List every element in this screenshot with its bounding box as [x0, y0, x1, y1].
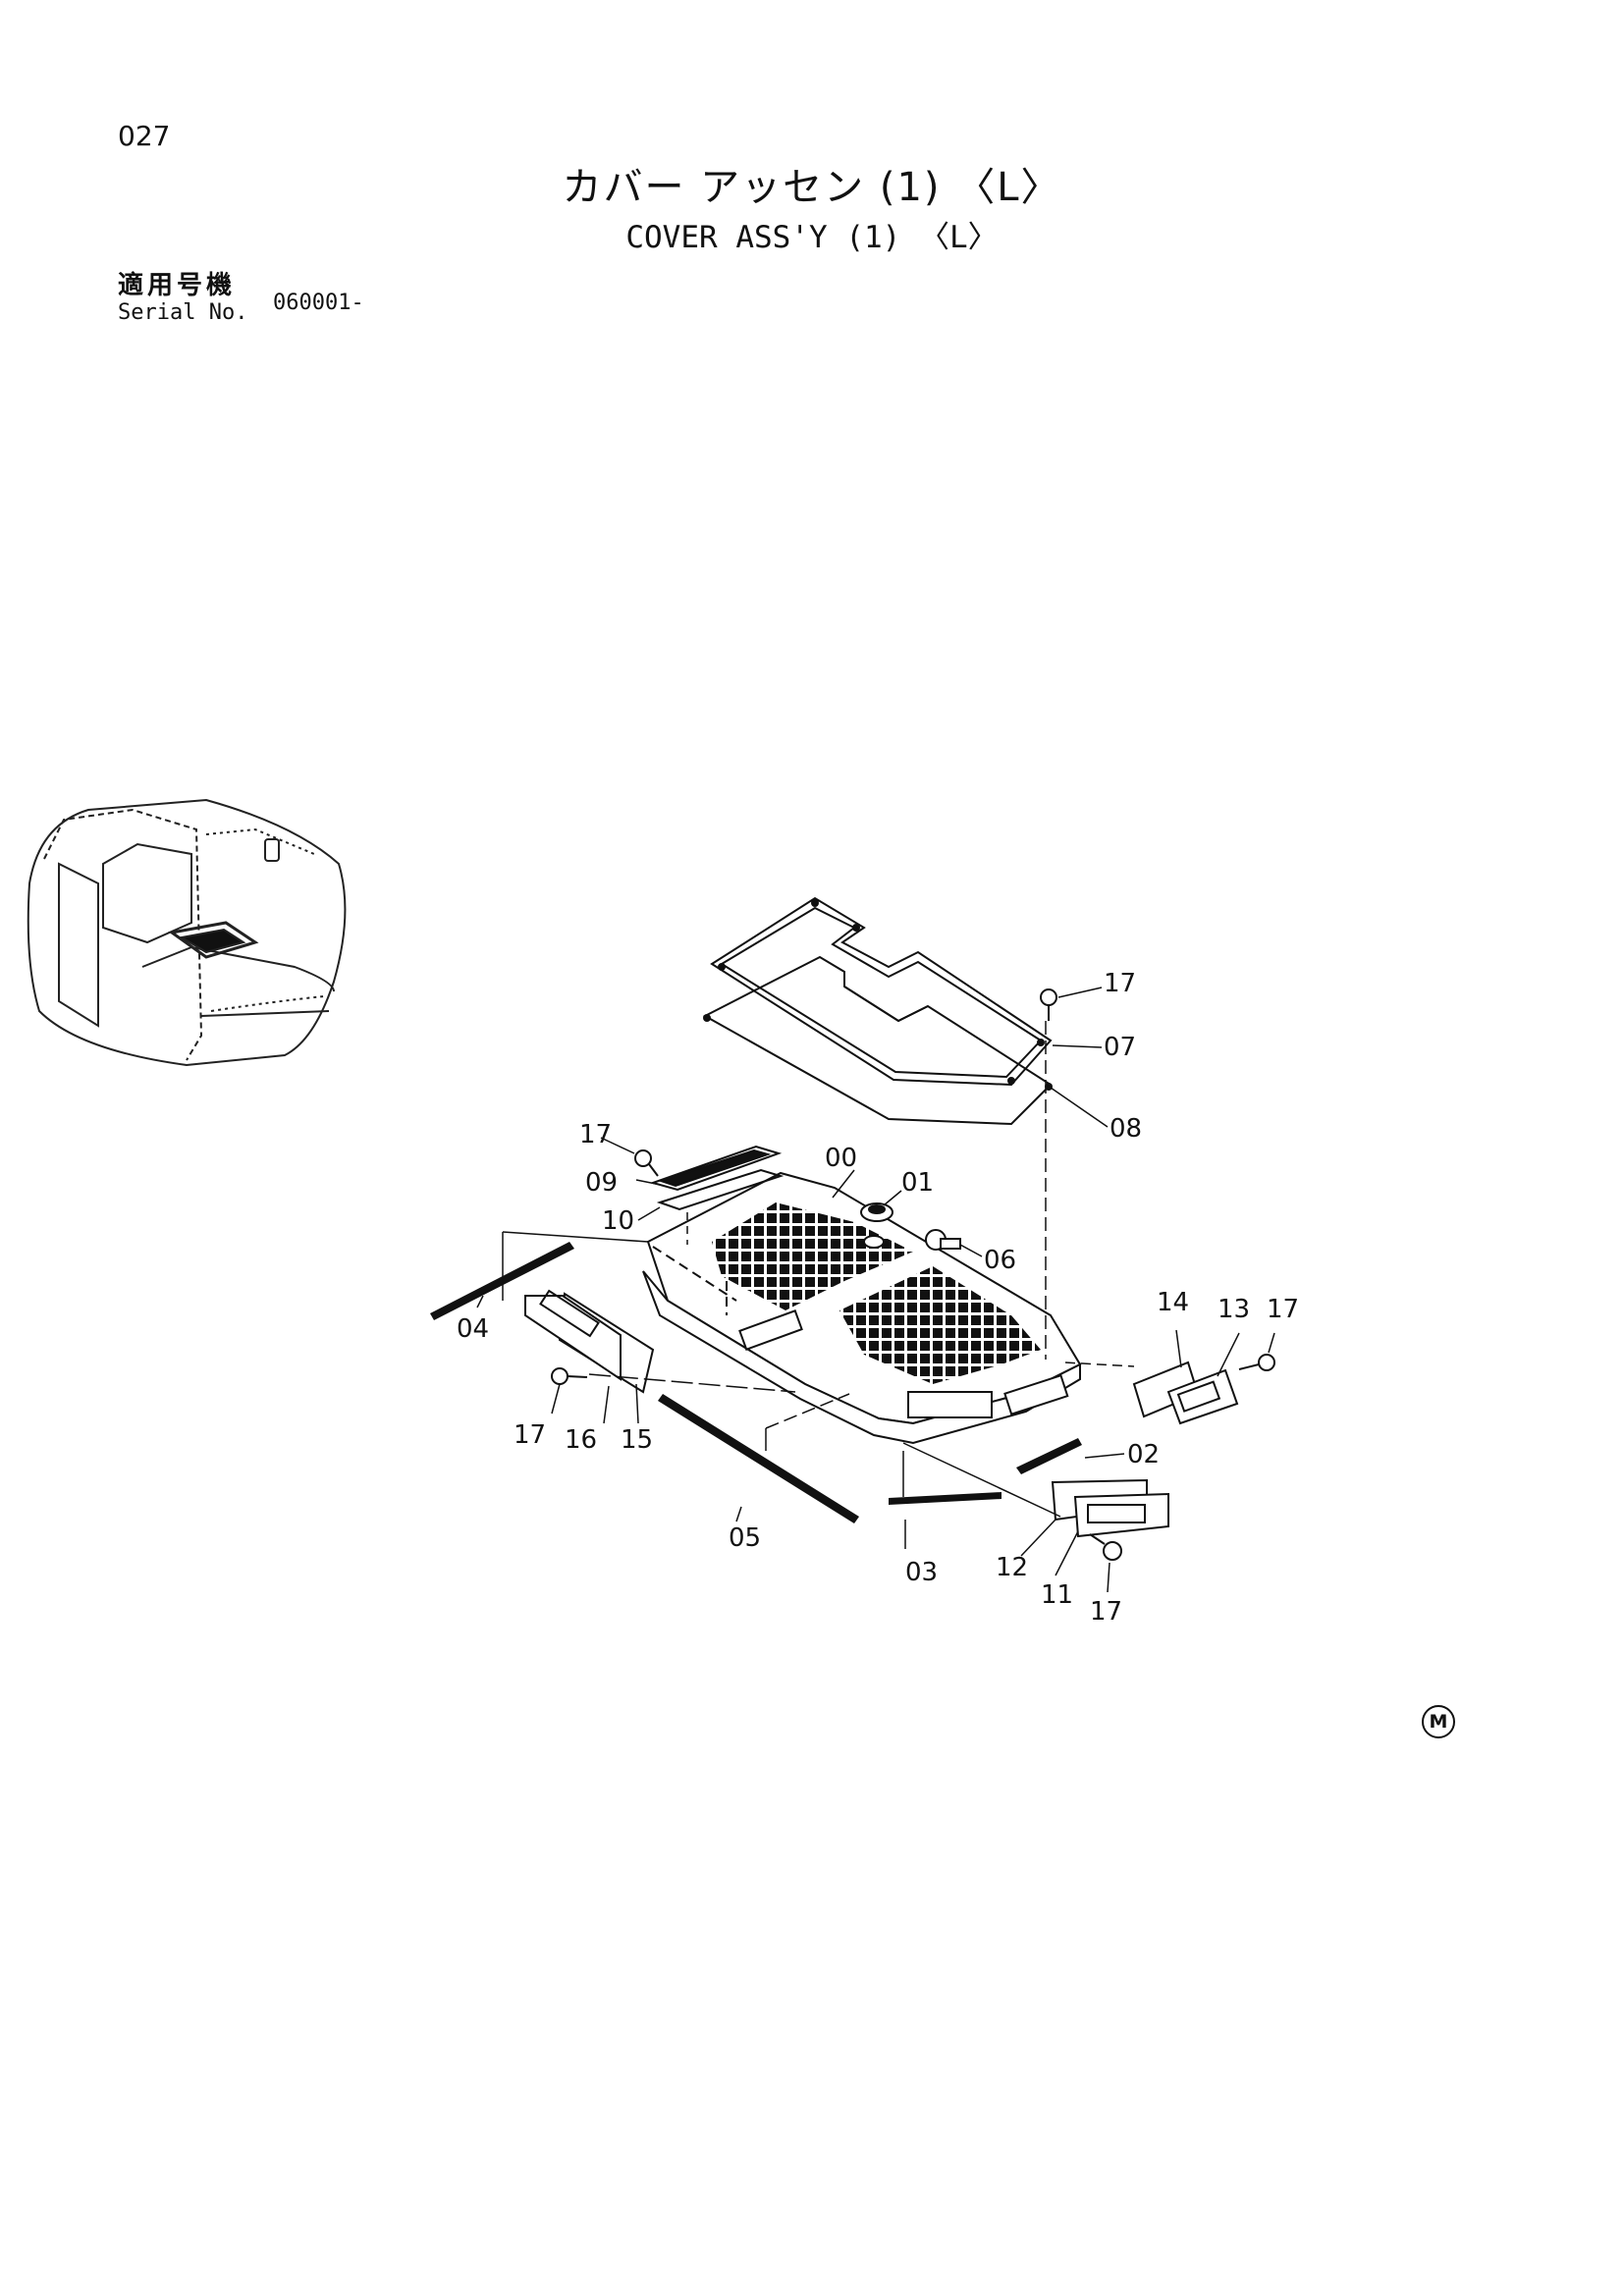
serial-number-value: 060001- [273, 291, 364, 315]
strip-03 [889, 1492, 1001, 1505]
plate-08 [702, 955, 1053, 1126]
grommet-01 [860, 1202, 893, 1222]
part-label-14: 14 [1157, 1288, 1189, 1317]
part-label-00: 00 [825, 1144, 857, 1173]
page-number: 027 [118, 120, 171, 152]
gasket-07 [710, 896, 1053, 1087]
part-label-17: 17 [514, 1420, 546, 1450]
serial-label-english: Serial No. [118, 300, 248, 325]
assembly-guide-lines [502, 1021, 1135, 1518]
part-label-07: 07 [1104, 1033, 1136, 1062]
part-label-03: 03 [905, 1558, 938, 1587]
part-label-02: 02 [1127, 1440, 1160, 1469]
machine-overview-illustration [27, 798, 347, 1067]
part-label-11: 11 [1041, 1580, 1073, 1610]
strip-05 [658, 1394, 859, 1523]
part-label-15: 15 [621, 1425, 653, 1455]
cover-plates-15-16 [524, 1289, 655, 1394]
part-label-12: 12 [996, 1553, 1028, 1582]
part-label-08: 08 [1110, 1114, 1142, 1144]
leader-lines [476, 987, 1275, 1593]
part-label-06: 06 [984, 1246, 1016, 1275]
bolts-17 [551, 988, 1275, 1561]
part-label-10: 10 [602, 1206, 634, 1236]
cover-plates-12-11 [1051, 1478, 1169, 1538]
title-japanese: カバー アッセン (1) 〈L〉 [562, 165, 1062, 210]
part-label-13: 13 [1218, 1295, 1250, 1324]
part-label-17: 17 [1267, 1295, 1299, 1324]
part-label-16: 16 [565, 1425, 597, 1455]
part-label-09: 09 [585, 1168, 618, 1198]
cover-plates-14-13 [1132, 1361, 1239, 1425]
part-labels: 17 07 08 17 09 10 00 01 06 04 17 16 15 0… [457, 969, 1299, 1627]
part-label-05: 05 [729, 1523, 761, 1553]
strip-02 [1016, 1438, 1082, 1474]
m-circle-mark: M [1422, 1705, 1455, 1738]
part-label-17: 17 [1090, 1597, 1122, 1627]
part-label-17: 17 [1104, 969, 1136, 998]
serial-label-japanese: 適用号機 [118, 271, 237, 300]
part-label-04: 04 [457, 1314, 489, 1344]
part-label-17: 17 [579, 1120, 612, 1149]
title-english: COVER ASS'Y (1) 〈L〉 [625, 220, 999, 255]
cover-00 [642, 1171, 1082, 1445]
clamp-06 [925, 1229, 961, 1251]
part-label-01: 01 [901, 1168, 934, 1198]
seal-09-10 [649, 1145, 785, 1211]
